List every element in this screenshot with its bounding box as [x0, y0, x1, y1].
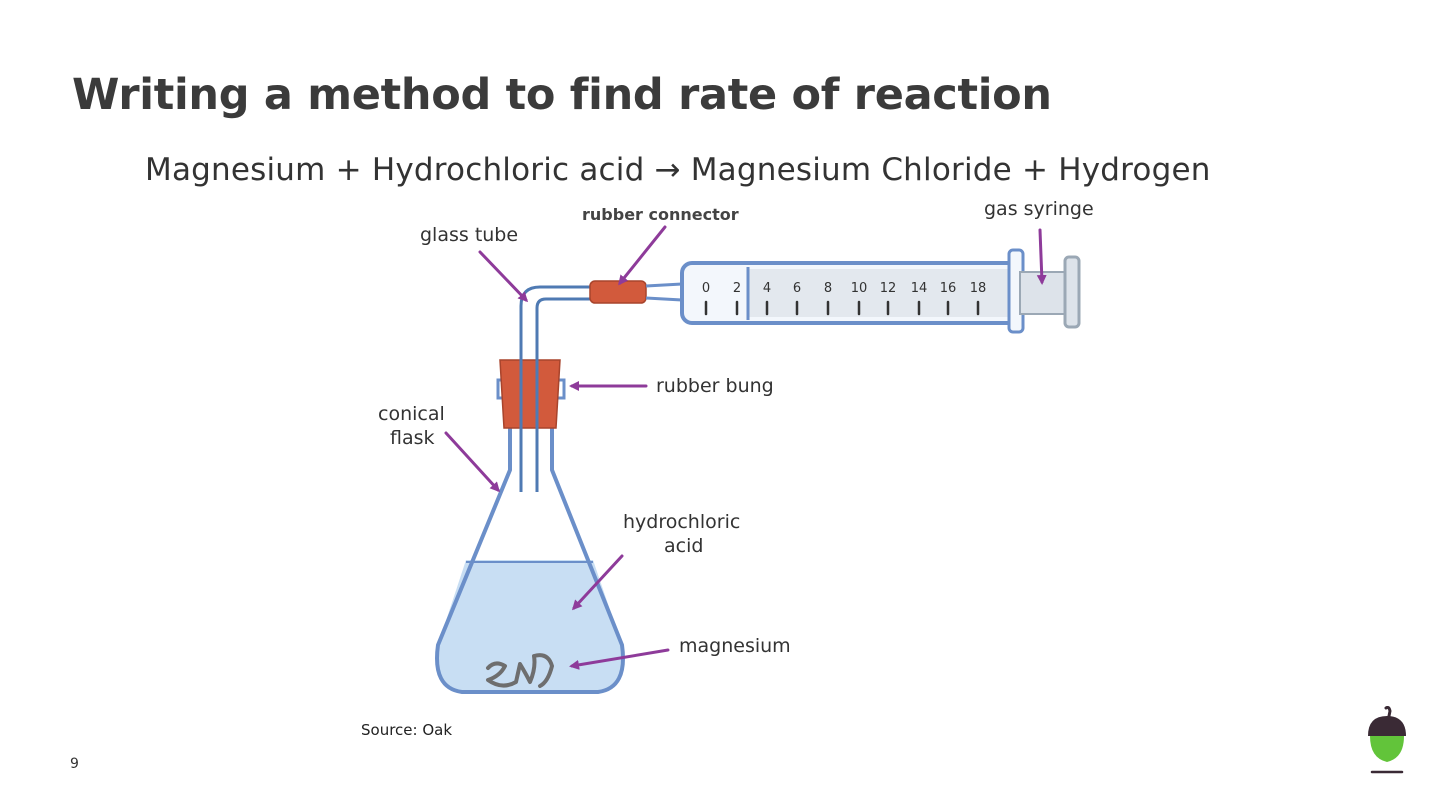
scale-label-6: 6 [793, 281, 801, 296]
label-arrows [444, 225, 1047, 670]
arrow-magnesium [569, 648, 670, 670]
arrow-hydrochloric-acid [571, 554, 624, 611]
label-glass-tube: glass tube [420, 224, 518, 246]
scale-label-2: 2 [733, 281, 741, 296]
arrow-conical-flask [444, 431, 501, 493]
scale-label-14: 14 [911, 281, 928, 296]
scale-label-18: 18 [970, 281, 987, 296]
label-hydrochloric-acid-2: acid [664, 535, 703, 557]
label-gas-syringe: gas syringe [984, 198, 1094, 220]
arrow-gas-syringe [1036, 228, 1047, 285]
rubber-bung [499, 359, 561, 429]
slide-title: Writing a method to find rate of reactio… [72, 70, 1052, 120]
scale-label-8: 8 [824, 281, 832, 296]
rubber-connector [589, 280, 647, 304]
syringe-scale: 0 2 4 6 8 10 12 14 16 18 [702, 281, 987, 316]
label-magnesium: magnesium [679, 635, 791, 657]
label-rubber-connector: rubber connector [582, 205, 739, 224]
scale-label-4: 4 [763, 281, 771, 296]
acorn-logo-icon [1368, 706, 1406, 774]
word-equation: Magnesium + Hydrochloric acid → Magnesiu… [145, 152, 1211, 188]
label-hydrochloric-acid-1: hydrochloric [623, 511, 740, 533]
scale-label-16: 16 [940, 281, 957, 296]
label-rubber-bung: rubber bung [656, 375, 774, 397]
arrow-rubber-connector [618, 225, 667, 286]
scale-label-10: 10 [851, 281, 868, 296]
source-credit: Source: Oak [361, 721, 453, 739]
magnesium-ribbon [486, 653, 554, 688]
arrow-glass-tube [478, 250, 529, 303]
scale-label-12: 12 [880, 281, 897, 296]
scale-label-0: 0 [702, 281, 710, 296]
page-number: 9 [70, 756, 79, 772]
label-conical-flask-2: flask [390, 427, 435, 449]
label-conical-flask-1: conical [378, 403, 445, 425]
